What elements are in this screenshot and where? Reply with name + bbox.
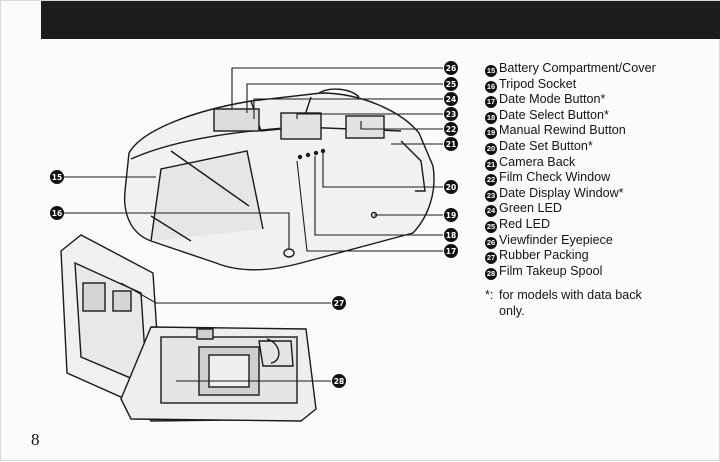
footnote: *: for models with data back only. (485, 288, 642, 319)
callout-label: 20 (446, 183, 456, 192)
page-number: 8 (31, 430, 40, 449)
callout-25: 25 (444, 77, 458, 91)
part-number-badge: 22 (485, 174, 497, 187)
part-label: Date Mode Button* (499, 92, 606, 107)
part-number-badge: 15 (485, 65, 497, 77)
callout-label: 25 (446, 80, 456, 89)
callout-28: 28 (332, 374, 346, 388)
part-label: Manual Rewind Button (499, 123, 626, 138)
callout-23: 23 (444, 107, 458, 121)
callout-15: 15 (50, 170, 64, 184)
callout-label: 16 (52, 209, 62, 218)
footnote-line-1: for models with data back (499, 288, 642, 302)
callout-21: 21 (444, 137, 458, 151)
part-label: Green LED (499, 201, 562, 216)
part-number-badge: 27 (485, 252, 497, 265)
part-label: Date Select Button* (499, 107, 609, 122)
callout-16: 16 (50, 206, 64, 220)
part-label: Camera Back (499, 154, 576, 169)
part-number-badge: 17 (485, 96, 497, 109)
callout-label: 19 (446, 211, 456, 220)
callout-label: 27 (334, 299, 344, 308)
part-number-badge: 26 (485, 236, 497, 249)
part-number-badge: 24 (485, 205, 497, 218)
part-number-badge: 20 (485, 142, 497, 155)
part-label: Tripod Socket (499, 76, 577, 91)
part-number-badge: 25 (485, 220, 497, 233)
part-label: Red LED (499, 216, 551, 231)
part-number-badge: 18 (485, 111, 497, 124)
part-label: Viewfinder Eyepiece (499, 232, 613, 247)
part-label: Date Display Window* (499, 185, 624, 200)
part-label: Date Set Button* (499, 138, 593, 153)
callout-label: 28 (334, 377, 344, 386)
callout-label: 17 (446, 247, 456, 256)
callout-24: 24 (444, 92, 458, 106)
part-label: Battery Compartment/Cover (499, 61, 656, 75)
callout-22: 22 (444, 122, 458, 136)
callout-19: 19 (444, 208, 458, 222)
footnote-line-2: only. (499, 303, 525, 318)
callout-label: 15 (52, 173, 62, 182)
callout-label: 26 (446, 64, 456, 73)
part-number-badge: 23 (485, 189, 497, 202)
part-number-badge: 16 (485, 80, 497, 93)
camera-back-open-illustration (60, 234, 317, 422)
callout-label: 18 (446, 231, 456, 240)
camera-body-illustration (123, 88, 435, 271)
part-number-badge: 21 (485, 158, 497, 171)
footnote-mark: *: (485, 288, 494, 302)
part-number-badge: 19 (485, 127, 497, 140)
callout-18: 18 (444, 228, 458, 242)
part-label: Film Check Window (499, 170, 611, 185)
callout-26: 26 (444, 61, 458, 75)
callout-27: 27 (332, 296, 346, 310)
leader-lines (64, 67, 443, 382)
header-band (41, 1, 720, 39)
callout-label: 24 (446, 95, 456, 104)
callout-label: 21 (446, 140, 456, 149)
callout-20: 20 (444, 180, 458, 194)
part-label: Rubber Packing (499, 248, 589, 263)
callout-label: 23 (446, 110, 456, 119)
part-label: Film Takeup Spool (499, 263, 603, 278)
callout-label: 22 (446, 125, 456, 134)
callout-17: 17 (444, 244, 458, 258)
part-number-badge: 28 (485, 267, 497, 280)
